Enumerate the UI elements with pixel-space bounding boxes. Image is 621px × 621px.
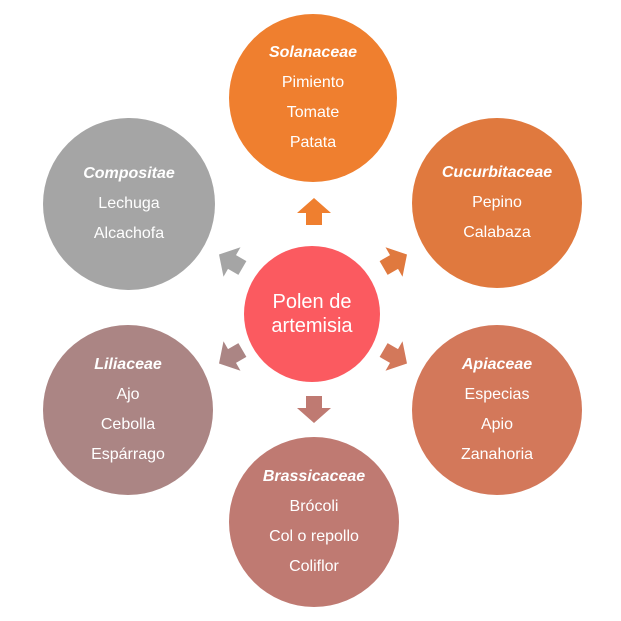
family-node-compositae: Compositae Lechuga Alcachofa <box>43 118 215 290</box>
arrow-shape <box>297 198 331 225</box>
family-member: Pimiento <box>281 74 345 91</box>
family-member: Apio <box>480 416 514 433</box>
family-node-apiaceae: Apiaceae Especias Apio Zanahoria <box>412 325 582 495</box>
arrow-to-cucurbitaceae <box>379 247 407 277</box>
center-label-line1: Polen de <box>272 291 352 313</box>
family-member: Lechuga <box>98 195 160 212</box>
arrow-to-solanaceae <box>297 198 331 225</box>
family-member: Tomate <box>286 104 340 121</box>
family-name: Solanaceae <box>268 44 358 61</box>
family-member: Ajo <box>116 386 140 403</box>
family-member: Pepino <box>472 194 522 211</box>
family-name: Apiaceae <box>461 356 533 373</box>
arrow-shape <box>379 247 407 277</box>
family-member: Especias <box>464 386 530 403</box>
family-member: Coliflor <box>289 558 339 575</box>
center-label: Polen de artemisia <box>271 290 352 338</box>
arrow-to-compositae <box>219 247 247 277</box>
family-node-liliaceae: Liliaceae Ajo Cebolla Espárrago <box>43 325 213 495</box>
family-node-solanaceae: Solanaceae Pimiento Tomate Patata <box>229 14 397 182</box>
family-node-cucurbitaceae: Cucurbitaceae Pepino Calabaza <box>412 118 582 288</box>
family-member: Espárrago <box>91 446 165 463</box>
arrow-to-apiaceae <box>379 341 407 371</box>
family-name: Brassicaceae <box>262 468 366 485</box>
family-name: Cucurbitaceae <box>441 164 553 181</box>
center-node: Polen de artemisia <box>244 246 380 382</box>
family-member: Patata <box>289 134 337 151</box>
arrow-shape <box>219 247 247 277</box>
arrow-to-liliaceae <box>219 341 247 371</box>
family-member: Alcachofa <box>93 225 165 242</box>
family-name: Liliaceae <box>94 356 162 373</box>
family-name: Compositae <box>83 165 175 182</box>
arrow-shape <box>379 341 407 371</box>
family-member: Col o repollo <box>269 528 359 545</box>
family-node-brassicaceae: Brassicaceae Brócoli Col o repollo Colif… <box>229 437 399 607</box>
arrow-shape <box>297 396 331 423</box>
family-member: Zanahoria <box>460 446 534 463</box>
family-member: Brócoli <box>289 498 339 515</box>
arrow-shape <box>219 341 247 371</box>
arrow-to-brassicaceae <box>297 396 331 423</box>
family-member: Calabaza <box>463 224 531 241</box>
family-member: Cebolla <box>100 416 156 433</box>
center-label-line2: artemisia <box>271 315 353 337</box>
